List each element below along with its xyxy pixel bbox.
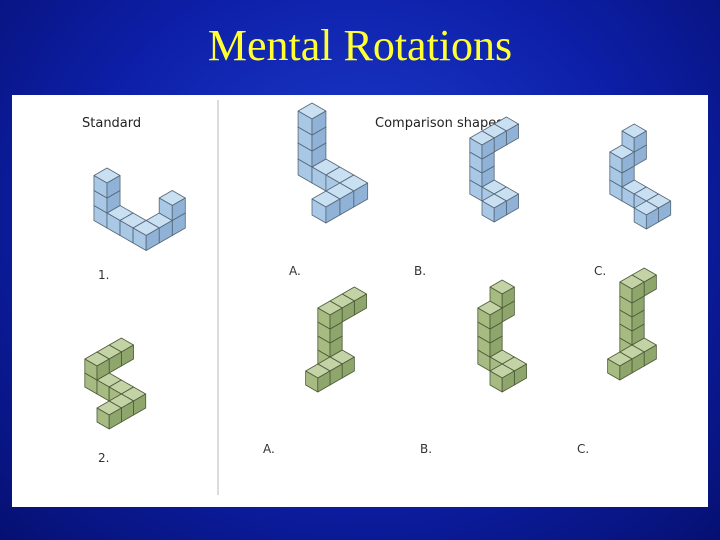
row1-standard-label: 1.	[98, 268, 109, 282]
cube-right-face	[108, 407, 122, 430]
mental-rotation-figure: Standard Comparison shapes 1. A. B. C. 2…	[82, 100, 672, 495]
cube-right-face	[501, 370, 515, 393]
cube-right-face	[145, 227, 160, 251]
cube-right-face	[645, 207, 659, 230]
cube-right-face	[619, 358, 633, 381]
row2-label-b: B.	[420, 442, 432, 456]
cube-right-face	[501, 286, 515, 309]
cube-right-face	[325, 198, 341, 224]
row1-label-c: C.	[594, 264, 606, 278]
cube-right-face	[481, 137, 495, 160]
cube-right-face	[96, 358, 110, 381]
row2-shape-a	[305, 286, 367, 393]
cube-right-face	[171, 197, 186, 221]
cube-right-face	[621, 151, 635, 174]
cube-right-face	[493, 200, 507, 223]
cube-right-face	[317, 370, 331, 393]
row1-shape-a	[297, 102, 369, 224]
row1-shape-c	[609, 123, 672, 230]
row2-label-a: A.	[263, 442, 275, 456]
row2-standard-label: 2.	[98, 451, 109, 465]
cube-right-face	[489, 307, 503, 330]
row1-standard-shape	[93, 167, 186, 251]
standard-header: Standard	[82, 116, 141, 131]
row1-shape-b	[469, 116, 519, 223]
row1-label-a: A.	[289, 264, 301, 278]
row2-shape-c	[607, 267, 657, 381]
cube-right-face	[633, 130, 647, 153]
cube-right-face	[106, 175, 121, 199]
row2-label-c: C.	[577, 442, 589, 456]
cube-right-face	[631, 281, 645, 304]
cube-right-face	[311, 110, 327, 136]
row2-standard-shape	[84, 337, 147, 430]
row1-label-b: B.	[414, 264, 426, 278]
figure-panel: Standard Comparison shapes 1. A. B. C. 2…	[12, 95, 708, 507]
slide-title: Mental Rotations	[207, 21, 513, 70]
comparison-header: Comparison shapes	[375, 116, 503, 131]
row2-shape-b	[477, 279, 527, 393]
cube-right-face	[329, 307, 343, 330]
